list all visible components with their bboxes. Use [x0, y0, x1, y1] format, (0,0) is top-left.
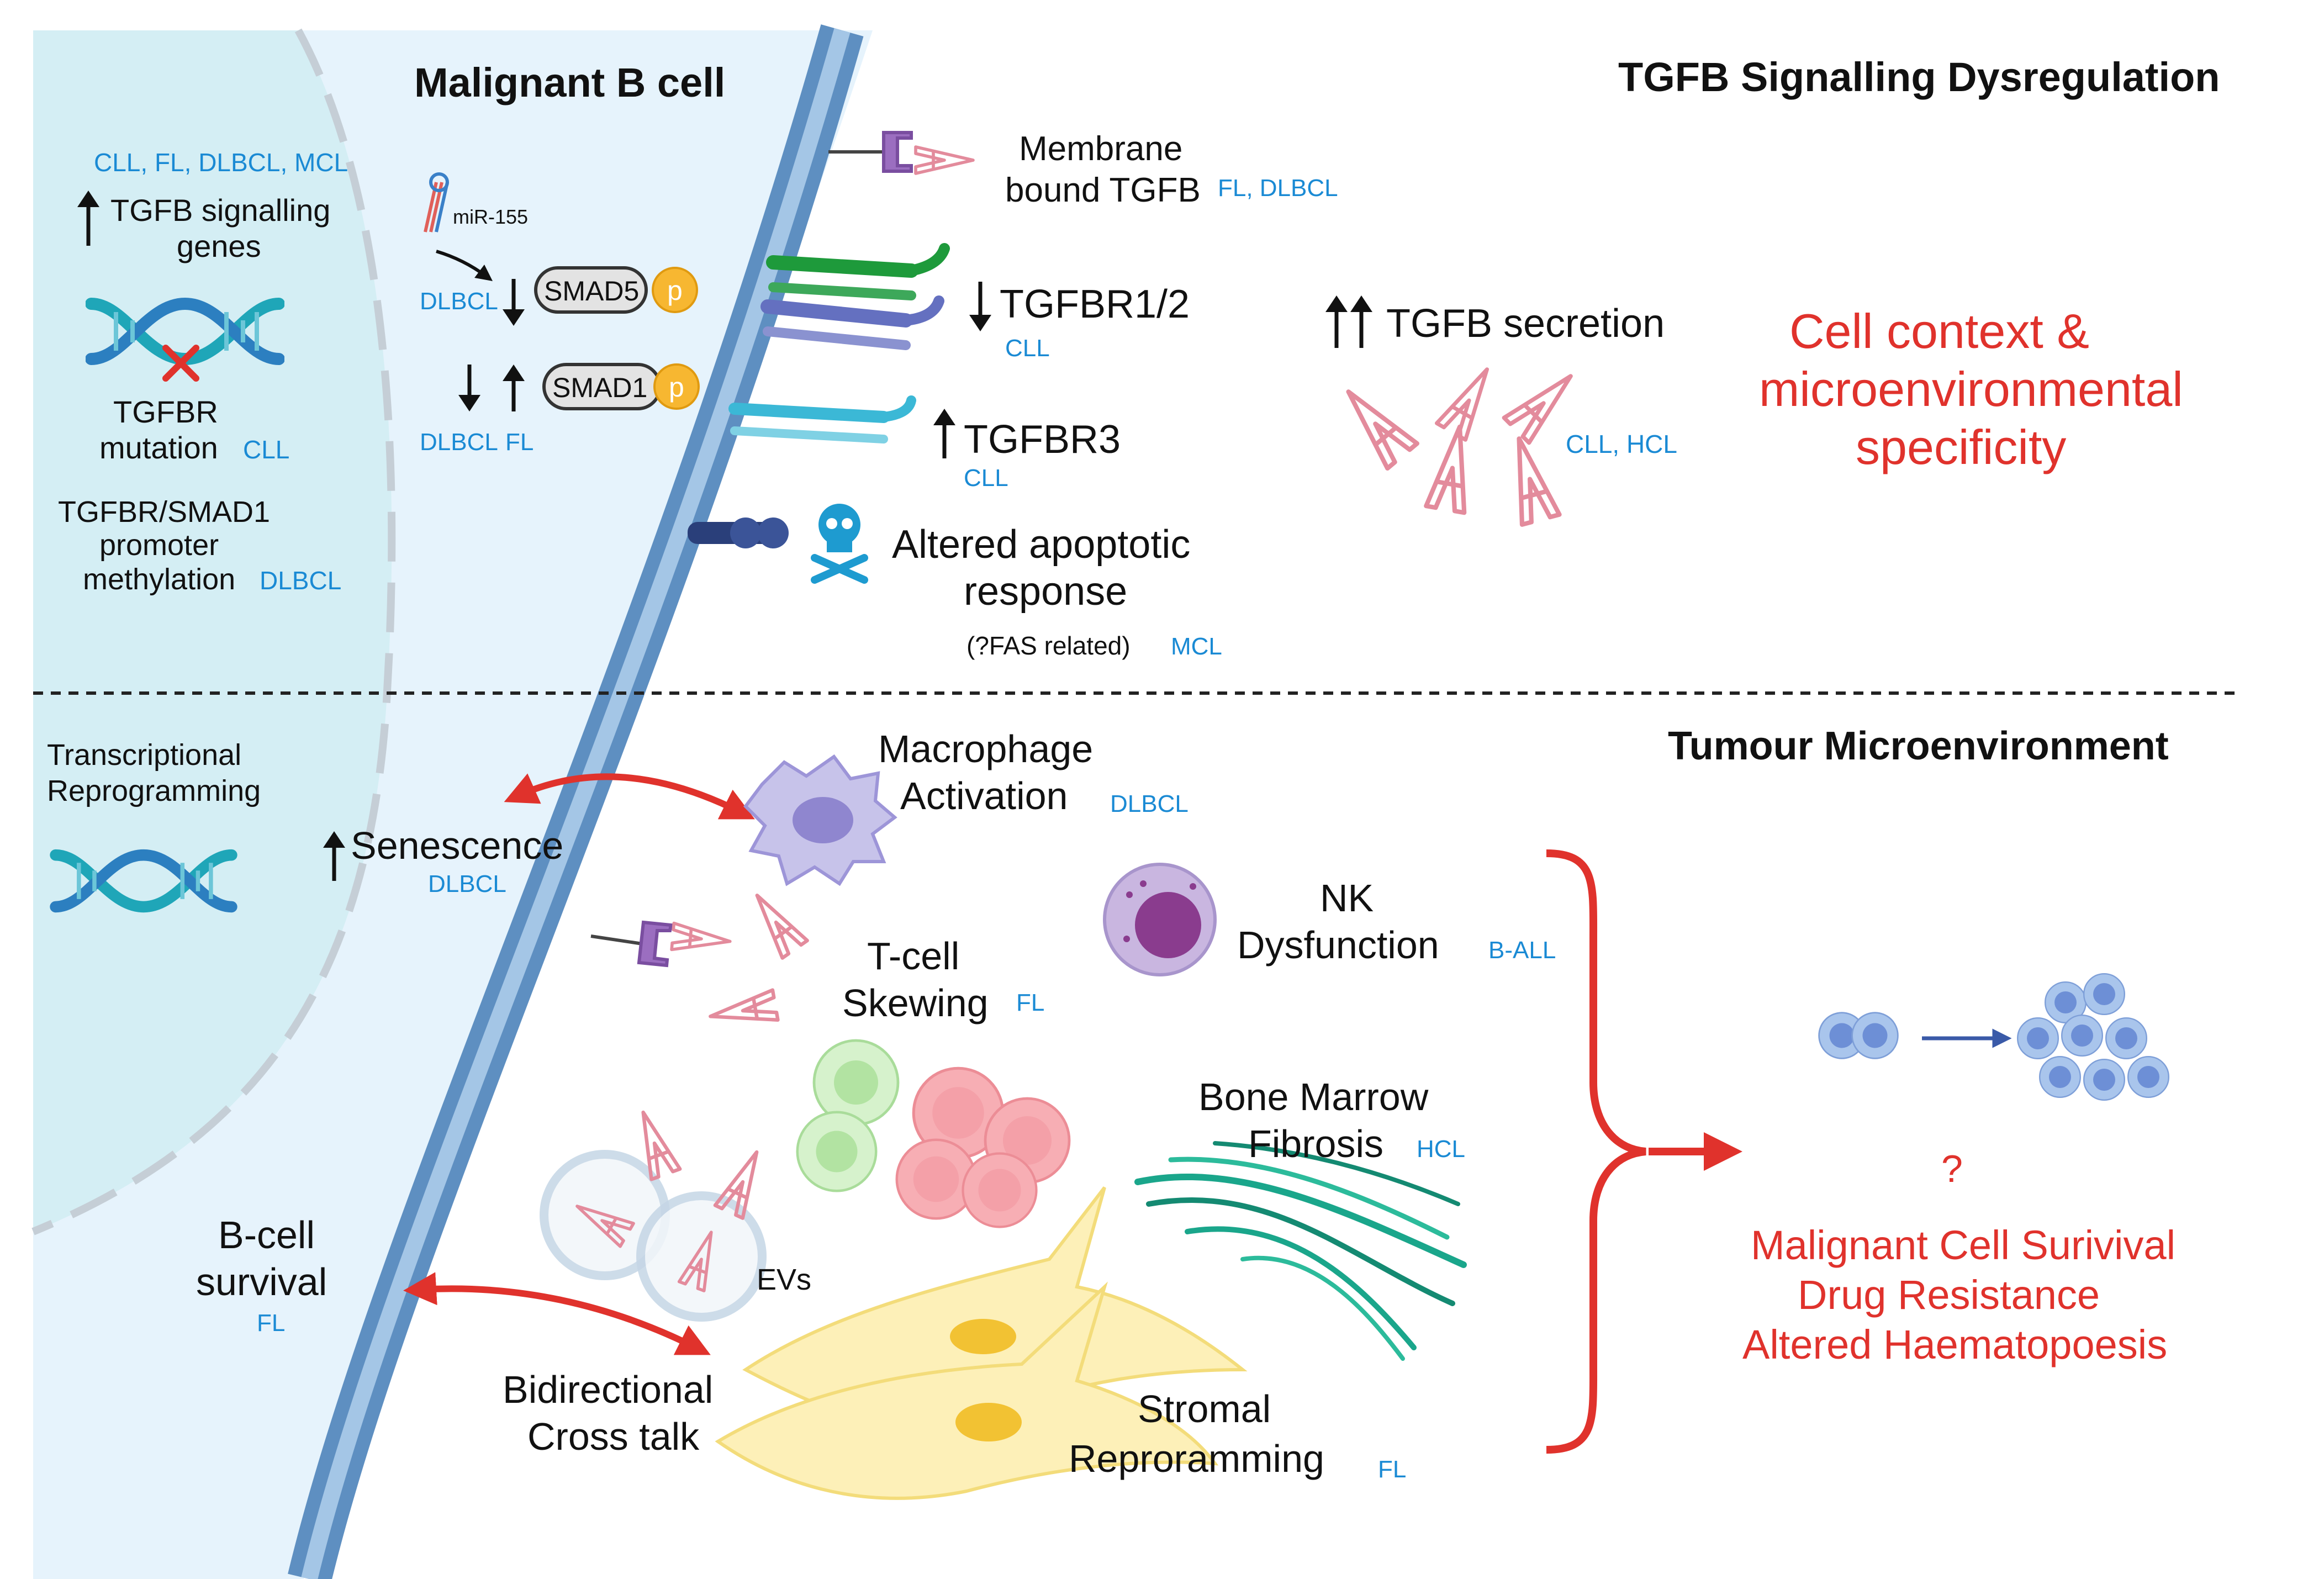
label-context-3: specificity: [1856, 420, 2066, 474]
label-stromal-2: Reproramming: [1069, 1437, 1324, 1480]
tag-stromal: FL: [1378, 1456, 1406, 1483]
label-tgfb-signalling-genes: genes: [177, 229, 261, 263]
outcome-line-1: Malignant Cell Surivival: [1751, 1222, 2175, 1268]
mutation-cross-icon: [162, 345, 199, 382]
svg-text:SMAD5: SMAD5: [544, 276, 639, 307]
skull-crossbones-icon: [811, 504, 868, 584]
membrane-tgfb-icon: [828, 131, 973, 173]
title-tumour-microenvironment: Tumour Microenvironment: [1668, 724, 2169, 768]
crosstalk-arrow: [403, 1272, 711, 1355]
label-transcriptional-1: Transcriptional: [47, 738, 241, 772]
nucleus: [33, 30, 392, 1232]
label-tgfbr: TGFBR: [113, 394, 218, 429]
tag-smad1-fl: FL: [505, 429, 534, 456]
label-membrane-tgfb-2: bound TGFB: [1005, 171, 1201, 209]
mirna-icon: [424, 172, 449, 233]
label-promoter-3: methylation: [83, 563, 235, 596]
tag-secretion: CLL, HCL: [1566, 430, 1677, 458]
up-arrow-icon: [503, 365, 525, 411]
label-bcell-1: B-cell: [218, 1213, 315, 1256]
tag-bone: HCL: [1417, 1136, 1465, 1163]
curly-brace: [1546, 849, 1646, 1454]
tag-tgfbr-mutation: CLL: [243, 435, 289, 464]
label-bone-2: Fibrosis: [1248, 1122, 1383, 1165]
label-bidir-1: Bidirectional: [503, 1368, 713, 1411]
label-macrophage-1: Macrophage: [878, 727, 1093, 770]
label-bidir-2: Cross talk: [527, 1415, 700, 1458]
tag-diseases-top: CLL, FL, DLBCL, MCL: [94, 148, 348, 177]
label-promoter-2: promoter: [99, 529, 219, 562]
macrophage-icon: [743, 754, 897, 886]
tag-tgfbr3: CLL: [964, 464, 1008, 492]
double-up-arrow-icon: [1325, 295, 1372, 348]
extracellular-vesicles: [540, 1107, 770, 1322]
tag-promoter: DLBCL: [260, 566, 341, 595]
nk-cell-icon: [1103, 863, 1217, 976]
outcome-question: ?: [1941, 1147, 1963, 1190]
label-membrane-tgfb-1: Membrane: [1019, 130, 1182, 168]
label-stromal-1: Stromal: [1138, 1387, 1271, 1430]
label-promoter-1: TGFBR/SMAD1: [58, 495, 270, 529]
up-arrow-icon: [77, 191, 99, 246]
stromal-cells: [715, 1186, 1248, 1500]
down-arrow-icon: [458, 365, 480, 411]
bone-marrow-fibres: [1134, 1141, 1467, 1361]
label-apoptotic-1: Altered apoptotic: [892, 522, 1190, 567]
label-context-1: Cell context &: [1789, 304, 2089, 358]
label-mirna: miR-155: [453, 205, 528, 228]
membrane-tgfb-bottom-icon: [590, 920, 731, 968]
tgfbr12-receptor-icon: [760, 243, 950, 350]
tgfbr3-receptor-icon: [728, 395, 916, 443]
svg-text:SMAD1: SMAD1: [552, 372, 647, 403]
tag-membrane-tgfb: FL, DLBCL: [1218, 175, 1338, 202]
fas-receptor-icon: [688, 517, 789, 548]
cell-membrane-inner: [301, 28, 851, 1579]
label-tgfb-signalling: TGFB signalling: [110, 193, 330, 228]
nuclear-envelope: [31, 28, 396, 1235]
outcome-line-3: Altered Haematopoesis: [1742, 1322, 2167, 1367]
up-arrow-icon: [933, 409, 955, 458]
label-bone-1: Bone Marrow: [1198, 1075, 1429, 1118]
label-tgfb-secretion: TGFB secretion: [1386, 302, 1665, 346]
label-context-2: microenvironmental: [1759, 362, 2183, 416]
label-apoptotic-note: (?FAS related): [966, 631, 1131, 660]
label-nk-1: NK: [1320, 876, 1374, 920]
tag-bcell: FL: [257, 1309, 285, 1337]
label-senescence: Senescence: [351, 824, 563, 867]
tag-tgfbr12: CLL: [1005, 335, 1050, 362]
tag-smad1-dlbcl: DLBCL: [420, 429, 498, 456]
label-tgfbr12: TGFBR1/2: [1000, 282, 1190, 326]
proliferation-cells-small: [1818, 1012, 1899, 1059]
tag-macrophage: DLBCL: [1110, 790, 1189, 817]
label-transcriptional-2: Reprogramming: [47, 774, 261, 807]
smad5-protein: SMAD5 p: [534, 266, 698, 314]
tag-tcell: FL: [1016, 989, 1044, 1016]
label-bcell-2: survival: [196, 1260, 327, 1303]
label-tcell-2: Skewing: [842, 981, 989, 1024]
svg-text:p: p: [669, 372, 684, 403]
tag-senescence: DLBCL: [428, 870, 506, 897]
senescence-arrow: [504, 773, 755, 820]
tag-nk: B-ALL: [1488, 937, 1556, 964]
label-tgfbr-mutation: mutation: [99, 430, 218, 465]
tag-smad5: DLBCL: [420, 288, 498, 315]
svg-text:p: p: [667, 275, 683, 306]
down-arrow-icon: [503, 279, 525, 326]
label-tcell-1: T-cell: [867, 934, 959, 978]
label-evs: EVs: [757, 1263, 811, 1296]
title-tgfb-dysregulation: TGFB Signalling Dysregulation: [1618, 54, 2220, 100]
label-nk-2: Dysfunction: [1237, 923, 1439, 967]
label-tgfbr3: TGFBR3: [964, 418, 1121, 462]
title-malignant-b-cell: Malignant B cell: [414, 60, 725, 105]
label-apoptotic-2: response: [964, 569, 1127, 614]
down-arrow-icon: [969, 282, 991, 331]
outcome-line-2: Drug Resistance: [1798, 1272, 2100, 1318]
tag-apoptotic: MCL: [1171, 633, 1222, 660]
mirna-arrow: [436, 250, 493, 281]
label-macrophage-2: Activation: [900, 774, 1068, 817]
up-arrow-icon: [323, 831, 345, 881]
smad1-protein: SMAD1 p: [542, 363, 700, 410]
